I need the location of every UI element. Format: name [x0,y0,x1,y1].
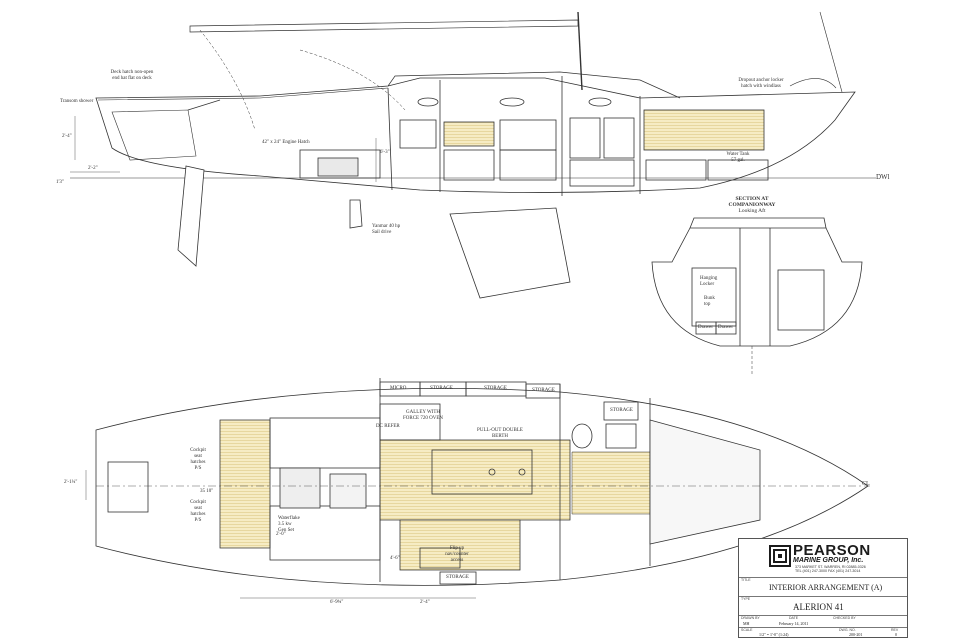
storage-label-2: STORAGE [484,386,507,391]
pearson-logo-icon [769,545,791,567]
drawing-date: February 14, 2011 [779,621,809,626]
drawn-by-caption: DRAWN BY [741,616,760,620]
hull-profile [95,77,856,193]
drawer-1-label: Drawer [698,325,713,330]
brand-phone: TEL (401) 247-3000 FAX (401) 247-3014 [795,569,861,573]
section-view [651,217,863,376]
plan-view [85,378,870,599]
type-caption: TYPE [741,597,751,601]
storage-label-3: STORAGE [532,388,555,393]
boom [189,19,579,33]
dwg-no: 200-201 [849,632,863,637]
drawing-scale: 1/2" = 1'-0" (1:24) [759,632,789,637]
storage-label-4: STORAGE [610,408,633,413]
engine-hatch-label: 42" x 24" Engine Hatch [262,140,310,145]
checked-caption: CHECKED BY [833,616,856,620]
dim-cockpit: 35 10" [200,489,214,494]
brand-sub: MARINE GROUP, Inc. [793,557,864,564]
title-block: PEARSON MARINE GROUP, Inc. 373 MARKET ST… [738,538,908,638]
dc-refer-label: DC REFER [376,424,400,429]
storage-label-1: STORAGE [430,386,453,391]
profile-view [70,11,876,299]
storage-label-5: STORAGE [446,575,469,580]
dim-beam: 2'-1¼" [64,480,78,485]
rev-caption: REV [891,628,899,632]
dim-stern: 2'-2" [88,166,98,171]
brand-name: PEARSON [793,542,871,559]
micro-label: MICRO [390,386,407,391]
dim-centerline: CL [862,481,870,487]
transom-shower-label: Transom shower [60,99,94,104]
keel [449,207,571,299]
drawing-title: INTERIOR ARRANGEMENT (A) [769,583,883,592]
section-hull [651,227,863,347]
boat-name: ALERION 41 [793,602,844,612]
dim-left-height: 2'-4" [62,134,72,139]
title-caption: TITLE [741,578,751,582]
dim-waterline: 1'3" [56,180,64,185]
drawn-by: MH [743,621,750,626]
cabin-trunk [387,71,681,99]
dim-headroom: 6'-3" [380,150,390,155]
dim-mid: 2'-0" [276,532,286,537]
date-caption: DATE [789,616,799,620]
mast [577,11,583,91]
drawer-2-label: Drawer [718,325,733,330]
cabin-sole [219,419,271,549]
scale-caption: SCALE [741,628,753,632]
dwg-no-caption: DWG. NO. [839,628,856,632]
rev: 0 [895,632,897,637]
dim-bottom-1: 6'-9¾" [330,600,344,605]
dim-bottom-2: 2'-4" [420,600,430,605]
brand-address: 373 MARKET ST. WARREN, RI 02885-0326 [795,565,866,569]
dwl-label: DWl [876,173,890,181]
rudder [177,165,205,267]
dim-side: 4'-6" [390,556,400,561]
